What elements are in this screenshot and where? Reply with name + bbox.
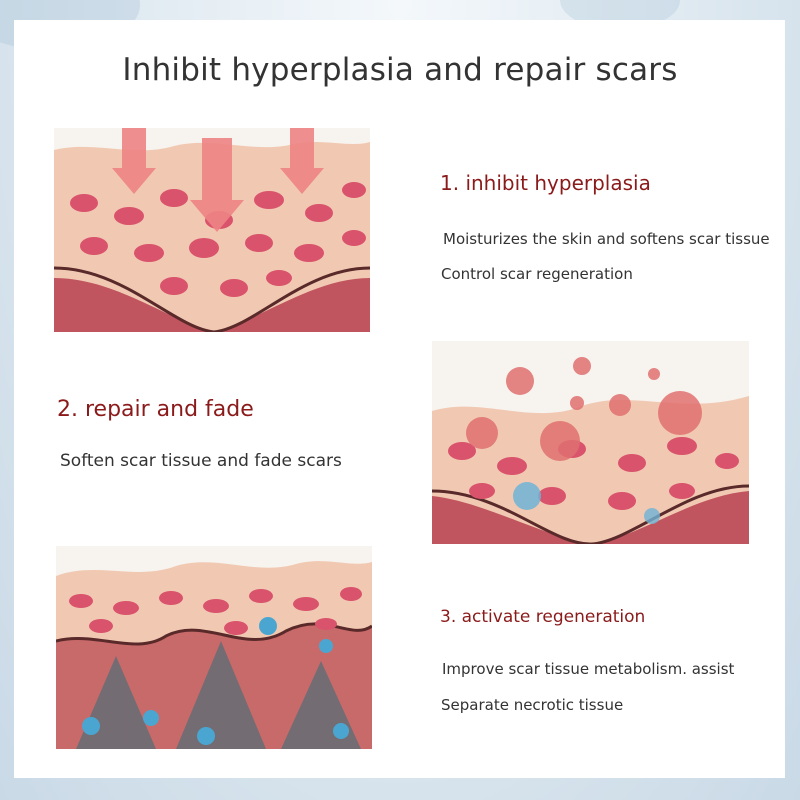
illustration-inhibit-hyperplasia [54,128,370,332]
section-3-line-2: Separate necrotic tissue [441,696,624,714]
skin-press-arrows-icon [54,128,370,332]
page-title: Inhibit hyperplasia and repair scars [122,52,678,88]
section-1-heading: 1. inhibit hyperplasia [440,171,651,195]
skin-bubbles-icon [432,341,749,544]
illustration-activate-regeneration [56,546,372,749]
section-2-line-1: Soften scar tissue and fade scars [60,451,342,471]
section-1-line-1: Moisturizes the skin and softens scar ti… [443,230,770,248]
section-3-line-1: Improve scar tissue metabolism. assist [442,660,735,678]
illustration-repair-fade [432,341,749,544]
section-1-line-2: Control scar regeneration [441,265,633,283]
section-3-heading: 3. activate regeneration [440,607,646,627]
section-2-heading: 2. repair and fade [57,397,254,422]
skin-regeneration-icon [56,546,372,749]
